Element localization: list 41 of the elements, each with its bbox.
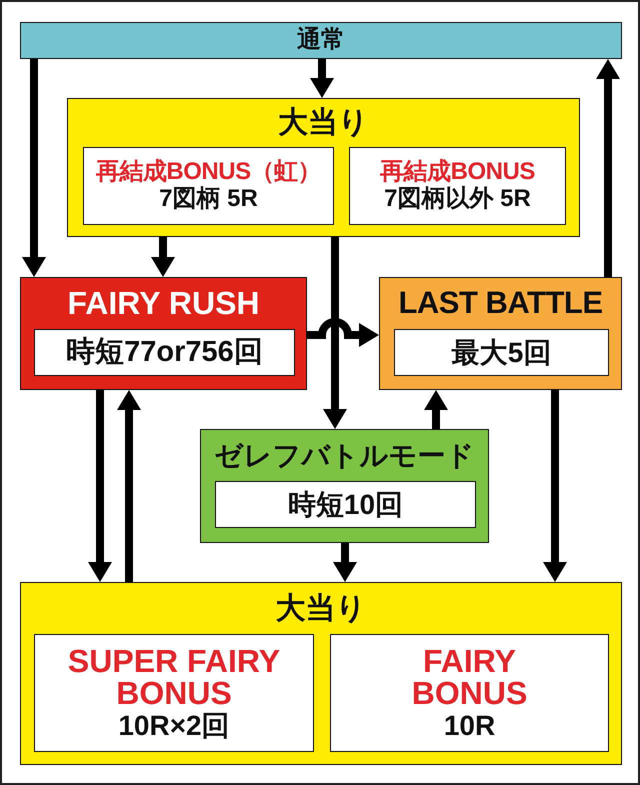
- panel-heading: 大当り: [276, 592, 366, 626]
- jackpot-panel: [20, 582, 622, 765]
- arrow: [323, 237, 347, 429]
- count-text: 時短77or756回: [66, 336, 263, 369]
- mode-heading: LAST BATTLE: [398, 286, 602, 321]
- arrow: [543, 390, 567, 582]
- arrow: [310, 59, 334, 98]
- count-box: [34, 329, 295, 376]
- mode-box: [379, 277, 622, 390]
- bonus-title: 再結成BONUS: [380, 159, 535, 186]
- bonus-box: [330, 634, 609, 752]
- bonus-detail: 7図柄 5R: [159, 186, 258, 213]
- count-text: 最大5回: [452, 336, 552, 368]
- count-box: [394, 329, 609, 376]
- mode-box: [20, 277, 307, 390]
- mode-heading: ゼレフバトルモード: [214, 440, 474, 472]
- arrow: [117, 390, 141, 582]
- bonus-title: FAIRY BONUS: [410, 644, 528, 710]
- arrow: [88, 390, 112, 582]
- bonus-title: SUPER FAIRY BONUS: [66, 644, 282, 710]
- mode-heading: FAIRY RUSH: [67, 286, 260, 322]
- panel-heading: 大当り: [278, 106, 369, 140]
- jackpot-panel: [67, 98, 580, 237]
- state-bar: [20, 22, 622, 59]
- count-box: [215, 481, 476, 528]
- bonus-box: [34, 634, 314, 752]
- arrow: [424, 390, 448, 429]
- arrow: [22, 59, 46, 277]
- bonus-box: [349, 147, 566, 225]
- state-label: 通常: [297, 27, 345, 54]
- arrow: [333, 543, 357, 582]
- arrow: [307, 318, 379, 347]
- bonus-detail: 10R: [444, 710, 496, 742]
- bonus-detail: 7図柄以外 5R: [384, 186, 531, 213]
- count-text: 時短10回: [288, 488, 404, 520]
- arrow: [596, 59, 620, 277]
- bonus-box: [83, 147, 334, 225]
- bonus-title: 再結成BONUS（虹）: [96, 159, 322, 186]
- bonus-detail: 10R×2回: [118, 710, 230, 742]
- mode-box: [200, 429, 489, 543]
- arrow: [151, 237, 175, 277]
